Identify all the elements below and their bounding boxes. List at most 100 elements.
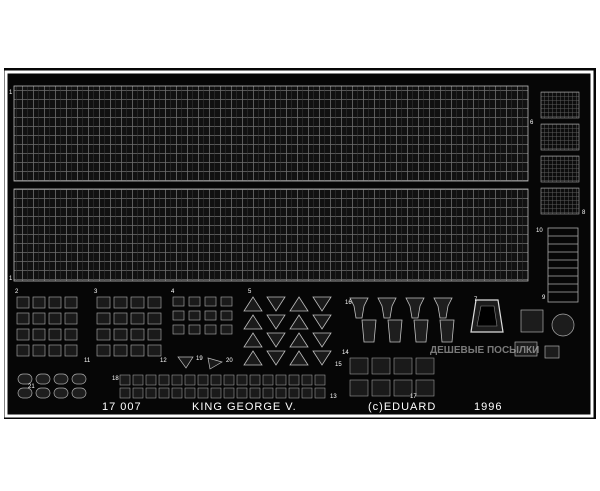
part-number: 21 — [28, 384, 35, 390]
triangle-part — [312, 314, 332, 330]
triangle-part — [243, 332, 263, 348]
triangle-part — [243, 314, 263, 330]
rounded-part — [17, 373, 33, 385]
small-part — [288, 374, 300, 386]
square-part — [113, 296, 128, 309]
fret-title: KING GEORGE V. — [192, 401, 297, 413]
small-part — [171, 374, 183, 386]
square-part — [147, 296, 162, 309]
box-part — [371, 357, 391, 375]
square-part — [113, 328, 128, 341]
small-parts-row-18 — [119, 374, 326, 399]
fret-frame — [4, 70, 594, 418]
part-number: 5 — [248, 289, 252, 295]
grating-panel-top — [13, 85, 529, 182]
rounded-part — [53, 387, 69, 399]
fret-code: 17 007 — [102, 401, 142, 413]
watermark-text: ДЕШЕВЫЕ ПОСЫЛКИ — [430, 345, 540, 356]
square-part — [64, 296, 78, 309]
rounded-part — [53, 373, 69, 385]
small-part — [132, 387, 144, 399]
triangle-part — [289, 332, 309, 348]
rounded-part — [17, 387, 33, 399]
square-part — [48, 344, 62, 357]
triangle-part — [266, 314, 286, 330]
part-number: 20 — [226, 358, 233, 364]
small-part — [119, 387, 131, 399]
square-part — [16, 312, 30, 325]
rounded-part — [71, 387, 87, 399]
part-number: 1 — [9, 90, 13, 96]
small-part — [158, 387, 170, 399]
triangle-part — [312, 332, 332, 348]
square-part — [130, 344, 145, 357]
part-number: 16 — [345, 300, 352, 306]
square-part — [188, 310, 201, 321]
square-part — [220, 324, 233, 335]
figure-part — [439, 319, 455, 343]
triangle-part — [289, 314, 309, 330]
square-part — [147, 344, 162, 357]
square-part — [188, 296, 201, 307]
part-number: 18 — [112, 376, 119, 382]
square-part — [204, 296, 217, 307]
square-parts-group-2 — [16, 296, 78, 357]
square-part — [96, 344, 111, 357]
square-part — [32, 344, 46, 357]
triangle-part — [312, 350, 332, 366]
square-part — [188, 324, 201, 335]
square-part — [96, 296, 111, 309]
square-part — [172, 296, 185, 307]
small-panel — [540, 155, 580, 183]
triangle-part — [266, 350, 286, 366]
box-part — [415, 357, 435, 375]
figure-parts-group-6 — [349, 297, 455, 343]
square-part — [48, 296, 62, 309]
square-part — [147, 312, 162, 325]
square-part — [172, 310, 185, 321]
small-part — [301, 374, 313, 386]
grating-panel-bottom — [13, 188, 529, 282]
square-part — [16, 344, 30, 357]
small-part — [145, 387, 157, 399]
part-number: 17 — [410, 394, 417, 400]
small-part — [262, 387, 274, 399]
square-part — [16, 296, 30, 309]
part-number: 2 — [15, 289, 19, 295]
small-panel — [540, 123, 580, 151]
part-number: 6 — [530, 120, 534, 126]
square-part — [204, 324, 217, 335]
part-number: 10 — [536, 228, 543, 234]
small-part — [171, 387, 183, 399]
square-part — [64, 328, 78, 341]
square-part — [204, 310, 217, 321]
small-part — [132, 374, 144, 386]
ladder-part — [547, 227, 579, 303]
box-part — [393, 379, 413, 397]
square-part — [64, 344, 78, 357]
small-part — [184, 374, 196, 386]
rounded-part — [35, 373, 51, 385]
small-part — [236, 374, 248, 386]
small-part — [197, 374, 209, 386]
part-number: 19 — [196, 356, 203, 362]
square-part — [32, 296, 46, 309]
box-part — [349, 379, 369, 397]
box-part — [349, 357, 369, 375]
figure-part — [413, 319, 429, 343]
small-part — [223, 387, 235, 399]
rounded-part — [71, 373, 87, 385]
square-part — [96, 328, 111, 341]
square-part — [113, 312, 128, 325]
square-part — [48, 328, 62, 341]
small-part — [314, 387, 326, 399]
triangle-part — [243, 350, 263, 366]
small-part — [184, 387, 196, 399]
box-parts-group-17 — [349, 357, 435, 397]
square-part — [172, 324, 185, 335]
triangle-parts-group-5 — [243, 296, 332, 366]
triangle-part — [289, 350, 309, 366]
small-part — [197, 387, 209, 399]
angle-parts — [177, 356, 223, 370]
small-part — [236, 387, 248, 399]
